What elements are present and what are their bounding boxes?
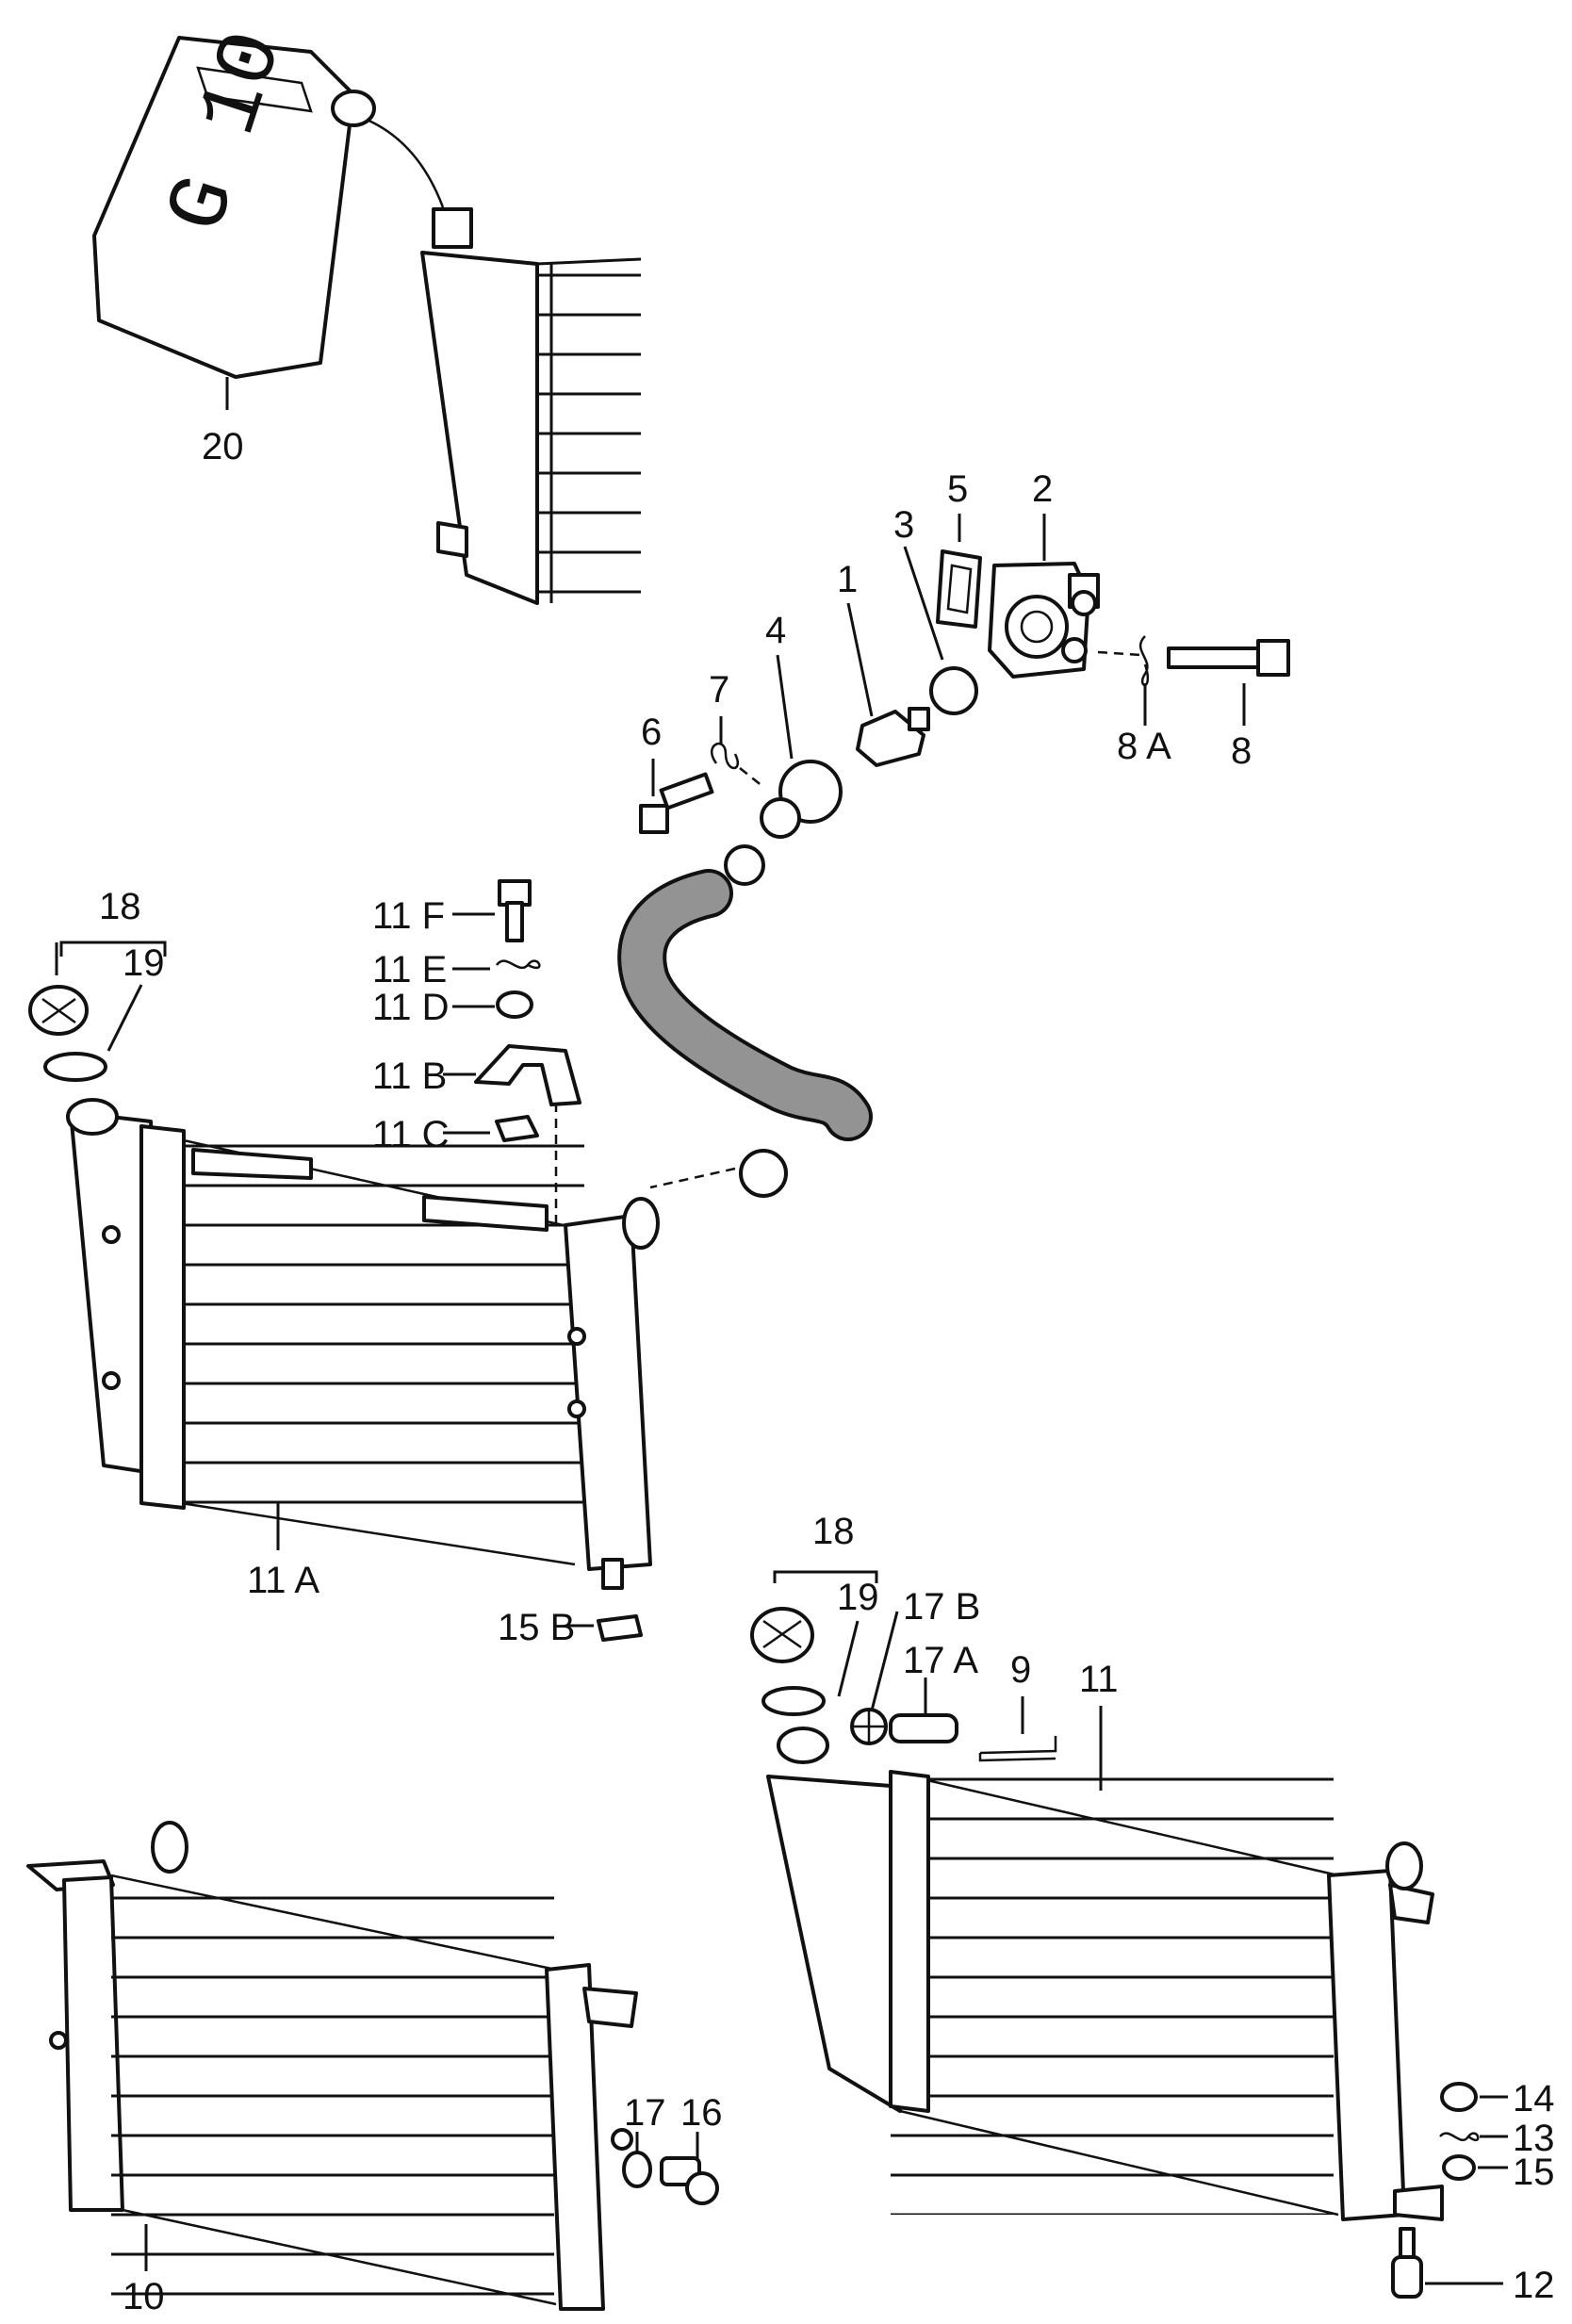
washer-8a bbox=[1138, 635, 1150, 687]
cap-18-bottom bbox=[750, 1607, 814, 1663]
label-16: 16 bbox=[680, 2092, 723, 2134]
housing-gasket bbox=[936, 549, 982, 629]
label-11: 11 bbox=[1079, 1659, 1119, 1700]
label-15b: 15 B bbox=[498, 1607, 575, 1648]
sensor-17a bbox=[889, 1713, 958, 1743]
label-11f: 11 F bbox=[372, 895, 445, 937]
label-11b: 11 B bbox=[372, 1056, 447, 1097]
label-17: 17 bbox=[624, 2092, 666, 2134]
radiator-10 bbox=[26, 1821, 638, 2311]
nut-14 bbox=[1440, 2082, 1478, 2112]
seal-19-top bbox=[43, 1052, 107, 1082]
o-ring-3 bbox=[929, 666, 978, 715]
seal-19-bottom bbox=[761, 1686, 826, 1716]
label-1: 1 bbox=[837, 559, 858, 600]
label-20: 20 bbox=[202, 426, 244, 467]
label-14: 14 bbox=[1513, 2078, 1555, 2119]
radiator-top-partial bbox=[420, 207, 642, 613]
label-3: 3 bbox=[893, 504, 914, 546]
clip-7 bbox=[710, 743, 739, 770]
label-11c: 11 C bbox=[372, 1114, 450, 1155]
label-13: 13 bbox=[1513, 2118, 1555, 2159]
label-11e: 11 E bbox=[372, 949, 447, 990]
washer-15 bbox=[1442, 2154, 1476, 2181]
coolant-canister: G 10 bbox=[92, 21, 445, 379]
spring-washer-11e bbox=[495, 959, 541, 970]
label-4: 4 bbox=[765, 610, 786, 651]
label-11d: 11 D bbox=[372, 987, 450, 1028]
label-2: 2 bbox=[1032, 468, 1053, 510]
label-10: 10 bbox=[123, 2276, 165, 2317]
label-15: 15 bbox=[1513, 2152, 1555, 2193]
label-9: 9 bbox=[1010, 1649, 1031, 1691]
cap-18-top bbox=[28, 985, 89, 1036]
connector-4 bbox=[760, 760, 843, 839]
bolt-8 bbox=[1167, 639, 1290, 677]
leader-lines bbox=[55, 377, 1508, 2285]
label-17a: 17 A bbox=[903, 1640, 978, 1681]
washer-11d bbox=[496, 990, 533, 1019]
label-8a: 8 A bbox=[1117, 726, 1171, 767]
clip-9 bbox=[978, 1736, 1057, 1762]
coolant-hose bbox=[617, 844, 873, 1198]
label-17b: 17 B bbox=[903, 1586, 980, 1628]
label-19-top: 19 bbox=[123, 942, 165, 984]
bolt-11f bbox=[498, 879, 532, 942]
clip-11c bbox=[495, 1115, 539, 1142]
label-12: 12 bbox=[1513, 2265, 1555, 2306]
label-11a: 11 A bbox=[247, 1560, 319, 1601]
bolt-6 bbox=[639, 772, 714, 834]
label-6: 6 bbox=[641, 712, 662, 753]
label-8: 8 bbox=[1231, 730, 1252, 772]
buffer-12 bbox=[1391, 2227, 1423, 2299]
label-5: 5 bbox=[947, 468, 968, 510]
radiator-11a bbox=[66, 1098, 660, 1590]
seal-17 bbox=[622, 2151, 652, 2188]
label-7: 7 bbox=[709, 669, 729, 711]
label-19-bottom: 19 bbox=[837, 1577, 879, 1618]
washer-13 bbox=[1439, 2132, 1480, 2142]
plug-16 bbox=[660, 2156, 719, 2205]
label-18-top: 18 bbox=[99, 886, 141, 927]
thermostat-housing bbox=[988, 562, 1100, 679]
part-labels: 20 5 2 3 1 4 7 6 8 A 8 18 19 11 F 11 E 1… bbox=[99, 426, 1555, 2317]
bracket-11b bbox=[474, 1044, 581, 1106]
label-18-bottom: 18 bbox=[812, 1511, 855, 1552]
seal-17b bbox=[850, 1708, 888, 1745]
radiator-11 bbox=[766, 1727, 1444, 2221]
sender-unit-1 bbox=[856, 707, 930, 767]
buffer-15b bbox=[597, 1614, 643, 1642]
